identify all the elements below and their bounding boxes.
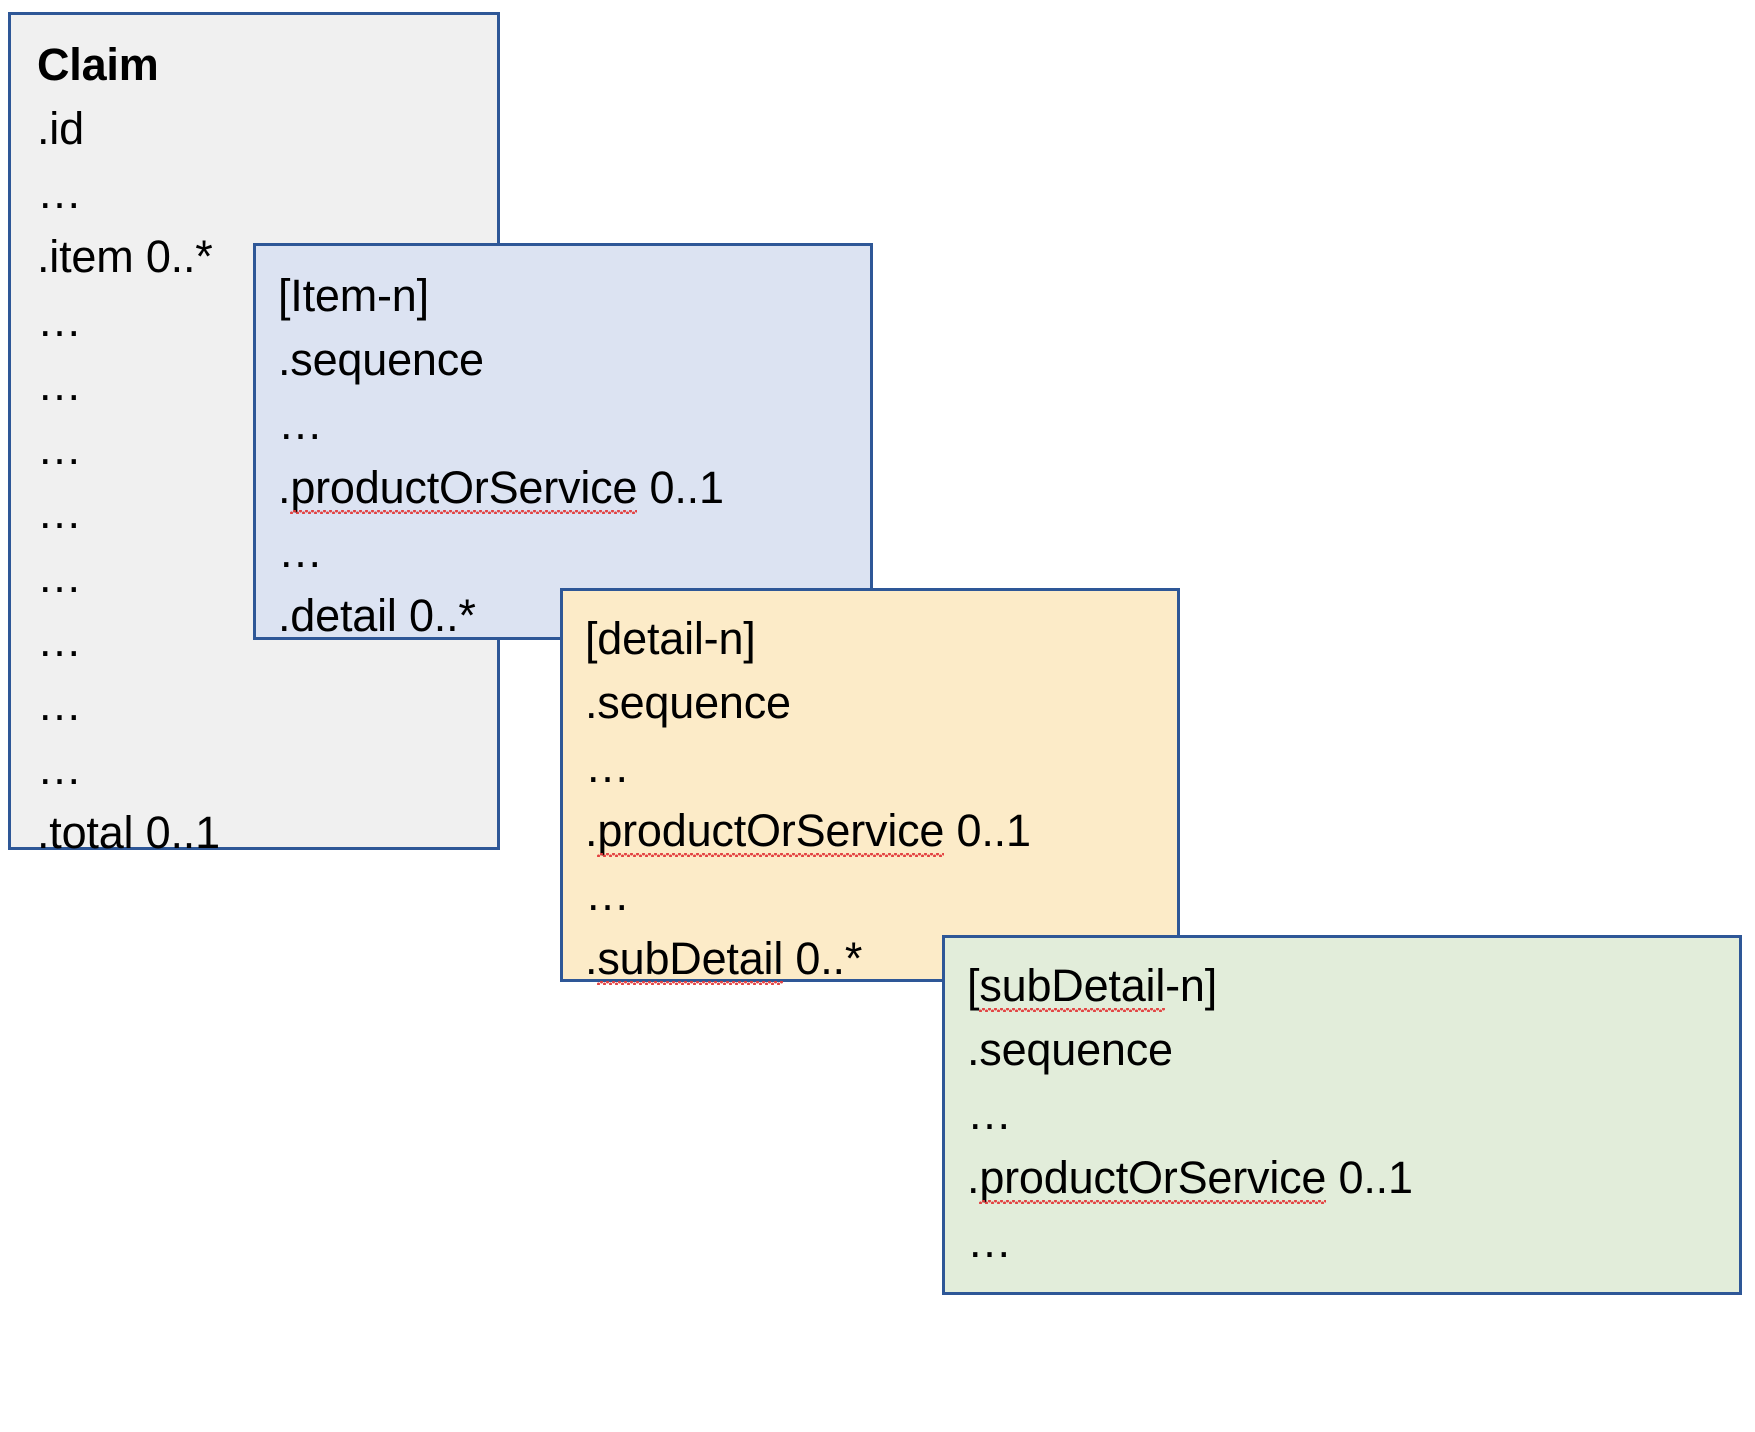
- item-box[interactable]: [Item-n] .sequence … .productOrService 0..1…: [253, 243, 873, 641]
- subdetail-box-lines: [subDetail-n] .sequence … .productOrService…: [945, 938, 1739, 1274]
- field-line: .sequence: [278, 334, 484, 385]
- field-line: [detail-n]: [585, 613, 756, 664]
- detail-box-lines: [detail-n] .sequence … .productOrService 0.…: [563, 591, 1177, 991]
- field-line: .productOrService 0..1: [967, 1146, 1739, 1210]
- field-line: .subDetail 0..*: [585, 927, 1177, 991]
- spellcheck-underline: productOrService: [290, 456, 637, 520]
- ellipsis-line: …: [278, 526, 323, 577]
- ellipsis-line: …: [37, 167, 82, 218]
- ellipsis-line: …: [37, 615, 82, 666]
- item-box-lines: [Item-n] .sequence … .productOrService 0..1…: [256, 246, 870, 648]
- field-line: .sequence: [967, 1024, 1173, 1075]
- ellipsis-line: …: [37, 295, 82, 346]
- field-line: [subDetail-n]: [967, 954, 1739, 1018]
- ellipsis-line: …: [278, 398, 323, 449]
- field-line: .total 0..1: [37, 807, 220, 858]
- ellipsis-line: …: [37, 679, 82, 730]
- ellipsis-line: …: [37, 487, 82, 538]
- claim-box-lines: Claim .id … .item 0..* … … … … … … … … .total 0..1: [11, 15, 497, 865]
- field-line: Claim: [37, 39, 159, 90]
- ellipsis-line: …: [967, 1088, 1012, 1139]
- ellipsis-line: …: [37, 423, 82, 474]
- subdetail-box[interactable]: [subDetail-n] .sequence … .productOrService…: [942, 935, 1742, 1295]
- field-line: .productOrService 0..1: [278, 456, 870, 520]
- ellipsis-line: …: [37, 551, 82, 602]
- ellipsis-line: …: [37, 743, 82, 794]
- detail-box[interactable]: [detail-n] .sequence … .productOrService 0.…: [560, 588, 1180, 985]
- field-line: .id: [37, 103, 84, 154]
- ellipsis-line: …: [37, 359, 82, 410]
- spellcheck-underline: productOrService: [979, 1146, 1326, 1210]
- spellcheck-underline: subDetail: [597, 927, 783, 991]
- spellcheck-underline: subDetail: [979, 954, 1165, 1018]
- spellcheck-underline: productOrService: [597, 799, 944, 863]
- field-line: [Item-n]: [278, 270, 429, 321]
- field-line: .sequence: [585, 677, 791, 728]
- ellipsis-line: …: [967, 1216, 1012, 1267]
- field-line: .item 0..*: [37, 231, 213, 282]
- ellipsis-line: …: [585, 741, 630, 792]
- field-line: .productOrService 0..1: [585, 799, 1177, 863]
- ellipsis-line: …: [585, 869, 630, 920]
- field-line: .detail 0..*: [278, 590, 476, 641]
